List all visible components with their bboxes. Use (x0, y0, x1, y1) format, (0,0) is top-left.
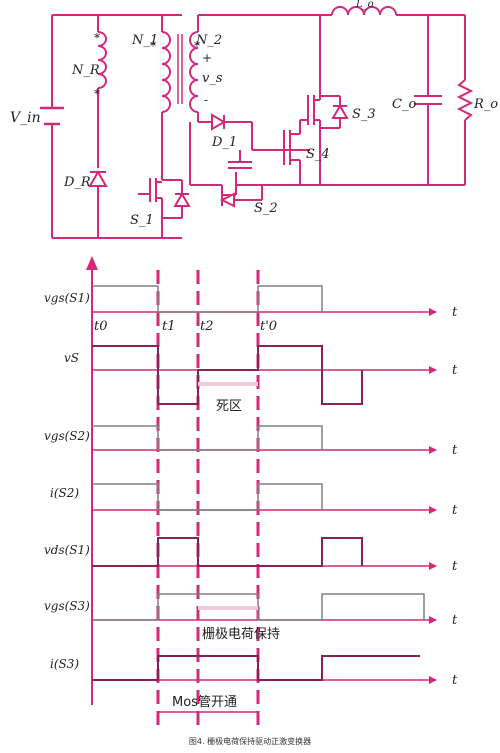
svg-text:*: * (94, 31, 100, 45)
signal-vgs-s3: vgs(S3) (44, 599, 90, 613)
timing-labels: vgs(S1) vS vgs(S2) i(S2) vds(S1) vgs(S3)… (44, 291, 458, 710)
circuit-schematic (40, 6, 474, 239)
time-axes (92, 308, 437, 684)
label-nr: N_R (71, 63, 100, 78)
time-t0: t0 (94, 319, 108, 334)
label-ro: R_o (473, 97, 498, 112)
label-co: C_o (392, 97, 416, 112)
lo-inductor (331, 6, 397, 16)
time-t0-prime: t'0 (260, 319, 277, 334)
winding-dots: * * * * (94, 31, 200, 101)
t-axis-2: t (452, 363, 458, 378)
signal-vds-s1: vds(S1) (44, 543, 90, 557)
annotation-mos-on: Mos管开通 (172, 695, 237, 710)
signal-vs: vS (64, 351, 79, 365)
n1-winding (161, 31, 171, 113)
wave-vgs-s2 (92, 425, 323, 451)
d1-diode (211, 113, 226, 131)
wave-vgs-s1 (92, 285, 323, 313)
time-t1: t1 (162, 319, 176, 334)
annotation-gate-hold: 栅极电荷保持 (202, 627, 280, 642)
label-n2: N_2 (195, 33, 222, 48)
t-axis-4: t (452, 503, 458, 518)
s1-mosfet (138, 150, 191, 238)
label-d1: D_1 (211, 135, 237, 150)
n2-winding (189, 31, 199, 113)
circuit-labels: V_in N_R D_R S_1 N_1 N_2 + v_s - D_1 S_2… (10, 0, 498, 228)
svg-text:*: * (194, 39, 200, 53)
label-lo: L_o (355, 0, 374, 10)
signal-vgs-s2: vgs(S2) (44, 429, 90, 443)
signal-i-s3: i(S3) (50, 657, 79, 671)
wave-vgs-s3 (92, 593, 425, 621)
s2-mosfet (190, 150, 263, 208)
wave-vs (92, 345, 363, 405)
wave-i-s3 (92, 655, 420, 681)
nr-winding (97, 31, 107, 89)
t-axis-3: t (452, 443, 458, 458)
label-vs: v_s (202, 71, 223, 86)
dead-zone-band (198, 382, 258, 386)
wave-i-s2 (92, 483, 323, 511)
t-axis-5: t (452, 559, 458, 574)
gate-hold-band (198, 606, 258, 610)
label-s1: S_1 (130, 213, 154, 228)
label-s2: S_2 (254, 201, 278, 216)
timing-diagram (86, 256, 437, 728)
label-minus: - (204, 93, 208, 107)
label-vin: V_in (10, 110, 41, 126)
label-n1: N_1 (131, 33, 158, 48)
signal-i-s2: i(S2) (50, 486, 79, 500)
vin-battery (40, 106, 64, 126)
t-axis-6: t (452, 613, 458, 628)
svg-text:*: * (150, 39, 156, 53)
annotation-dead-zone: 死区 (216, 399, 242, 414)
t-axis-1: t (452, 305, 458, 320)
svg-text:*: * (94, 87, 100, 101)
s4-mosfet (252, 120, 301, 185)
co-capacitor (414, 95, 442, 105)
figure-caption: 图4. 栅极电荷保持驱动正激变换器 (188, 737, 312, 746)
time-markers (156, 270, 260, 728)
ro-resistor (456, 79, 474, 121)
label-plus: + (202, 51, 212, 65)
t-axis-7: t (452, 673, 458, 688)
label-dr: D_R (63, 175, 91, 190)
dr-diode (88, 169, 108, 187)
converter-diagram: * * * * V_in N_R D_R S_1 N_1 N_2 + v_s -… (10, 0, 498, 728)
time-t2: t2 (200, 319, 214, 334)
label-s3: S_3 (352, 107, 376, 122)
signal-vgs-s1: vgs(S1) (44, 291, 90, 305)
s3-mosfet (300, 15, 349, 185)
label-s4: S_4 (306, 147, 330, 162)
wave-vds-s1 (92, 537, 363, 567)
